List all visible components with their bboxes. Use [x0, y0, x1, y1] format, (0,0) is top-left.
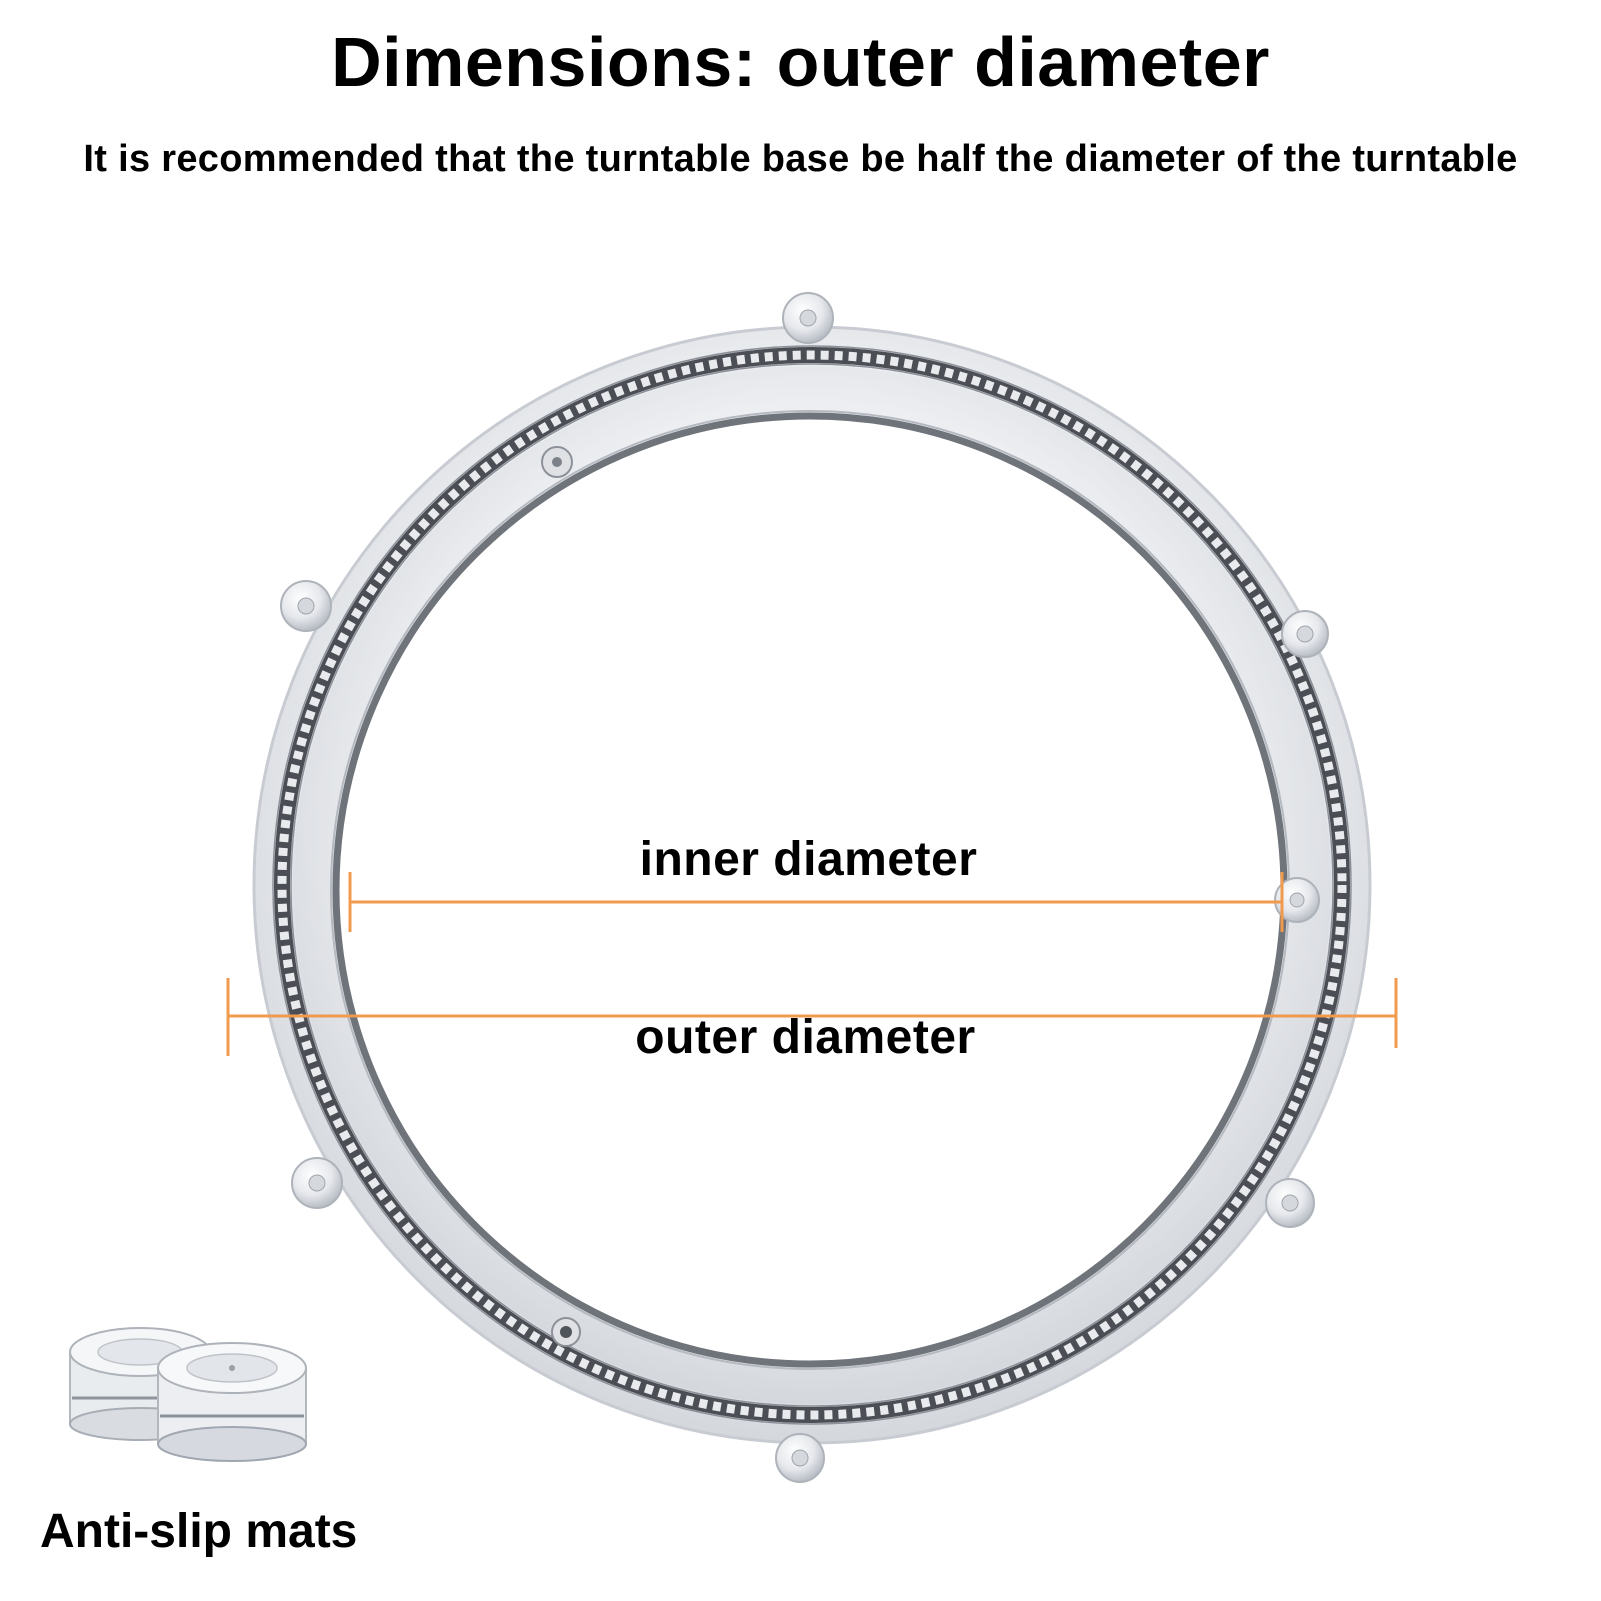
page-title: Dimensions: outer diameter: [331, 23, 1270, 101]
outer-diameter-line: [226, 978, 1398, 1056]
bearing-balls: [277, 350, 1347, 1420]
bearing-edge-outer: [272, 345, 1352, 1425]
outer-diameter-label: outer diameter: [635, 1011, 976, 1064]
center-hole: [332, 412, 1288, 1368]
inner-diameter-line: [348, 872, 1284, 932]
turntable-ring-icon: [252, 292, 1372, 1483]
anti-slip-mats-label: Anti-slip mats: [40, 1505, 358, 1558]
ring-rivets: [541, 446, 581, 1347]
page-subtitle: It is recommended that the turntable bas…: [83, 138, 1518, 180]
ring-caps: [280, 292, 1329, 1483]
anti-slip-pads-icon: [69, 1327, 307, 1462]
inner-diameter-label: inner diameter: [639, 833, 978, 886]
bearing-edge-inner: [290, 363, 1334, 1407]
